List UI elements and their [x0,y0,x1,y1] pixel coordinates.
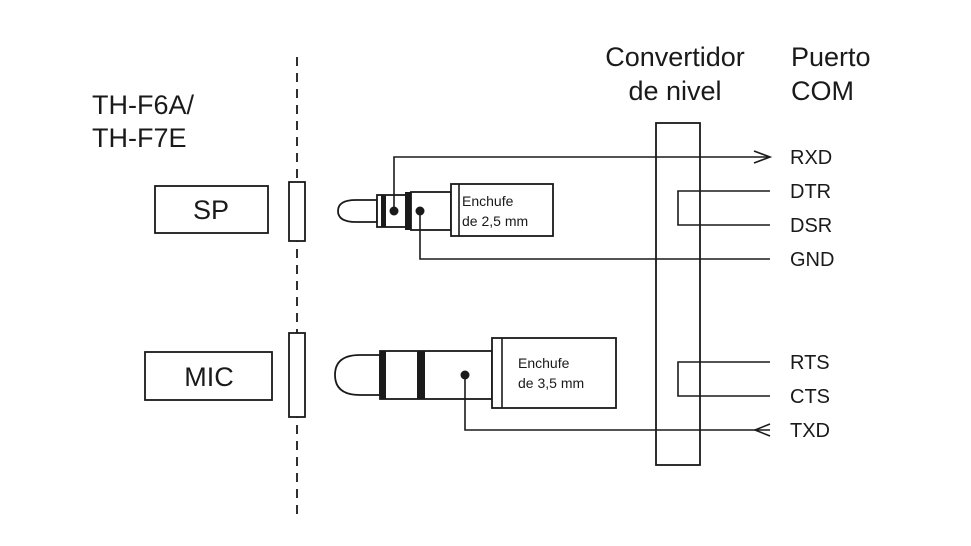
signal-dsr-label: DSR [790,215,832,237]
wire-rts-cts-loop [677,361,770,397]
wire-rxd [393,150,773,211]
wire-dtr-dsr-loop [677,190,770,226]
wire-gnd [419,211,770,260]
sp-jack-socket [288,181,306,242]
com-port-title-line2: COM [791,76,854,106]
mic-port-box [144,351,273,401]
sp-port-box [154,185,269,234]
converter-title-line2: de nivel [628,76,721,106]
signal-rxd-label: RXD [790,147,832,169]
sp-port-label: SP [193,195,229,225]
signal-txd-label: TXD [790,420,830,442]
signal-gnd-label: GND [790,249,834,271]
wire-txd [464,375,771,437]
signal-rts-label: RTS [790,352,830,374]
signal-cts-label: CTS [790,386,830,408]
level-converter-box [655,122,701,466]
plug-3-5mm: Enchufe de 3,5 mm [334,337,617,409]
converter-title-line1: Convertidor [605,42,745,72]
radio-model-line2: TH-F7E [92,123,187,153]
mic-port-label: MIC [184,362,234,392]
plug-3-5mm-label-line1: Enchufe [518,355,570,371]
radio-model-line1: TH-F6A/ [92,90,195,120]
plug-2-5mm-label-line2: de 2,5 mm [462,213,528,229]
com-port-title-line1: Puerto [791,42,871,72]
signal-dtr-label: DTR [790,181,831,203]
plug-3-5mm-label-line2: de 3,5 mm [518,375,584,391]
plug-2-5mm: Enchufe de 2,5 mm [337,183,554,237]
plug-2-5mm-label-line1: Enchufe [462,193,514,209]
mic-jack-socket [288,332,306,418]
